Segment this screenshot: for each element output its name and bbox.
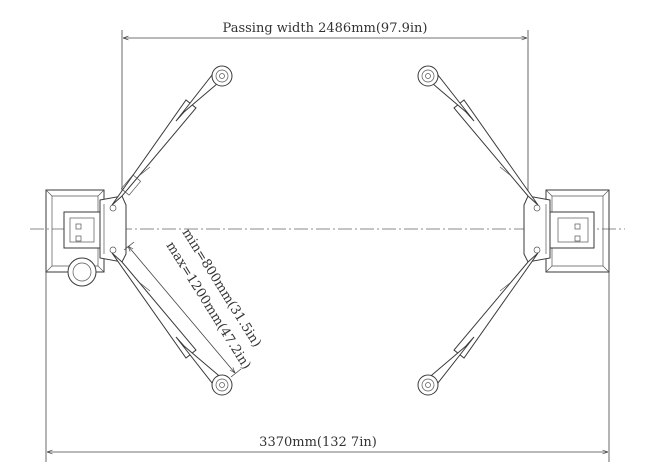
arm-upper-left (111, 65, 233, 206)
overall-width-label: 3370mm(132 7in) (259, 435, 377, 450)
arm-lower-right (417, 252, 539, 396)
passing-width-label: Passing width 2486mm(97.9in) (223, 21, 428, 36)
overall-width-dimension: 3370mm(132 7in) (45, 272, 610, 462)
lift-pad-icon (211, 374, 233, 396)
passing-width-dimension: Passing width 2486mm(97.9in) (121, 21, 529, 200)
right-column (523, 189, 610, 273)
motor-icon (67, 257, 97, 287)
left-column (45, 189, 127, 287)
arm-upper-right (417, 65, 539, 206)
lift-pad-icon (211, 65, 233, 87)
lift-pad-icon (417, 374, 439, 396)
lift-pad-icon (417, 65, 439, 87)
